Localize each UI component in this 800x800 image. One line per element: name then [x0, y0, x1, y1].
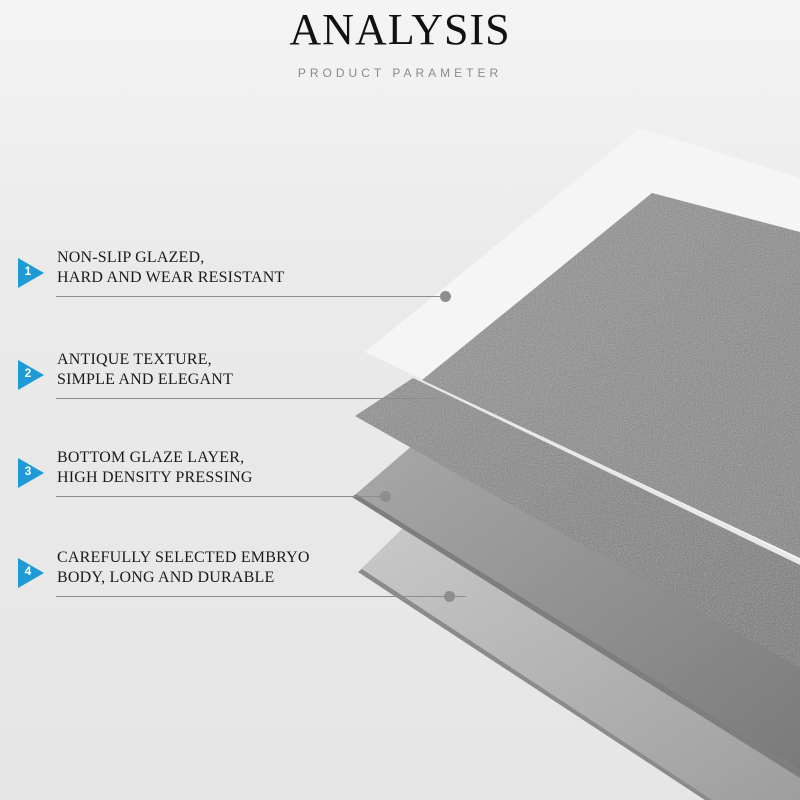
blue-arrow-marker-icon: 4 [18, 558, 44, 588]
blue-arrow-marker-icon: 2 [18, 360, 44, 390]
feature-item-4: 4 CAREFULLY SELECTED EMBRYO BODY, LONG A… [18, 549, 466, 602]
leader-dot [444, 591, 455, 602]
leader-line [56, 296, 448, 297]
feature-number: 4 [24, 564, 32, 578]
leader-line [56, 398, 436, 399]
leader-dot [380, 491, 391, 502]
feature-title: ANTIQUE TEXTURE, [57, 351, 212, 368]
feature-description: SIMPLE AND ELEGANT [57, 371, 234, 388]
bottom-glaze-edge [352, 494, 800, 778]
blue-arrow-marker-icon: 3 [18, 458, 44, 488]
embryo-body-edge [358, 569, 712, 800]
leader-line [56, 496, 386, 497]
feature-description: HARD AND WEAR RESISTANT [57, 269, 285, 286]
feature-number: 3 [24, 464, 32, 478]
bottom-glaze-layer [356, 444, 800, 770]
feature-item-1: 1 NON-SLIP GLAZED, HARD AND WEAR RESISTA… [18, 249, 458, 302]
feature-item-3: 3 BOTTOM GLAZE LAYER, HIGH DENSITY PRESS… [18, 449, 458, 502]
feature-title: NON-SLIP GLAZED, [57, 249, 205, 266]
antique-texture-layer [355, 378, 800, 668]
feature-description: BODY, LONG AND DURABLE [57, 569, 275, 586]
page-subtitle: PRODUCT PARAMETER [297, 66, 503, 80]
leader-line [56, 596, 466, 597]
embryo-body-layer [358, 526, 800, 800]
feature-title: BOTTOM GLAZE LAYER, [57, 449, 245, 466]
non-slip-stone-surface [422, 193, 800, 558]
blue-arrow-marker-icon: 1 [18, 258, 44, 288]
feature-number: 1 [24, 264, 32, 278]
feature-item-2: 2 ANTIQUE TEXTURE, SIMPLE AND ELEGANT [18, 351, 458, 402]
feature-title: CAREFULLY SELECTED EMBRYO [57, 549, 310, 566]
feature-number: 2 [24, 366, 32, 380]
feature-description: HIGH DENSITY PRESSING [57, 469, 253, 486]
leader-dot [440, 291, 451, 302]
page-title: ANALYSIS [289, 5, 511, 54]
